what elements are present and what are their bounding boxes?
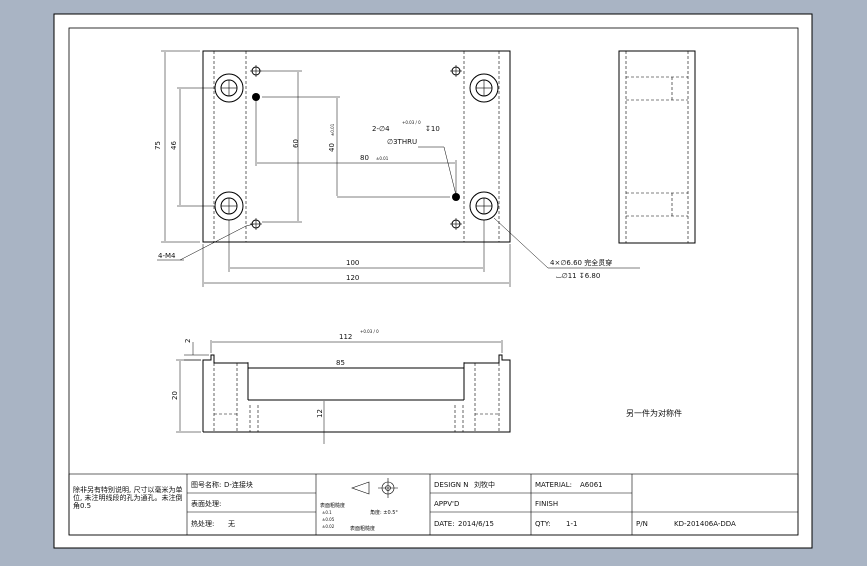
side-view — [618, 50, 696, 244]
heat-label: 热处理: — [191, 519, 214, 528]
dim-2: 2 — [184, 339, 192, 343]
cbore-note-line2: ⌴∅11 ↧6.80 — [556, 272, 600, 280]
cbore-note-line1: 4×∅6.60 完全贯穿 — [550, 258, 612, 267]
surface-label: 表面处理: — [191, 499, 221, 508]
cbore-leader — [493, 217, 640, 269]
part-name-value: D-连接块 — [224, 480, 253, 489]
dim-20: 20 — [171, 391, 179, 400]
dim-hole-spacing-v: 46 — [170, 141, 178, 150]
dim-120: 120 — [346, 274, 359, 282]
projection-symbol-icon — [351, 478, 398, 498]
roughness-label: 表面粗糙度 — [320, 502, 345, 509]
tol-3: ±0.02 — [322, 524, 335, 529]
date-value: 2014/6/15 — [458, 520, 494, 528]
material-value: A6061 — [580, 481, 603, 489]
heat-value: 无 — [228, 520, 235, 528]
date-label: DATE: — [434, 520, 455, 528]
top-view: 75 46 60 40 ±0.01 80 ±0.01 2-∅4 +0.03 / … — [154, 50, 640, 287]
cbore-hole-tr — [469, 73, 499, 103]
finish-label: FINISH — [535, 500, 558, 508]
qty-value: 1-1 — [566, 520, 577, 528]
tol-1: ±0.1 — [322, 510, 332, 515]
dim-80-tol: ±0.01 — [376, 156, 389, 161]
pin-note-depth: ↧10 — [425, 125, 440, 133]
side-view-outline — [618, 50, 696, 244]
title-block: 除非另有特别说明, 尺寸以毫米为单位, 未注明线段的孔为通孔。未注倒角0.5 图… — [68, 473, 799, 536]
dim-100: 100 — [346, 259, 359, 267]
pn-value: KD-201406A-DDA — [674, 520, 736, 528]
dim-12: 12 — [316, 409, 324, 418]
symmetric-part-note: 另一件为对称件 — [626, 408, 682, 418]
thread-note: 4-M4 — [158, 252, 176, 260]
appvd-label: APPV'D — [434, 500, 459, 508]
material-label: MATERIAL: — [535, 481, 572, 489]
dim-85: 85 — [336, 359, 345, 367]
front-view: 112 +0.03 / 0 85 2 20 12 — [171, 329, 511, 444]
design-label: DESIGN N — [434, 481, 468, 489]
dim-80: 80 — [360, 154, 369, 162]
roughness-label-2: 表面粗糙度 — [350, 525, 375, 532]
dowel-hole-right — [452, 193, 460, 201]
dim-112: 112 — [339, 333, 352, 341]
dim-overall-height: 75 — [154, 141, 162, 150]
pin-note-tol: +0.03 / 0 — [402, 120, 421, 125]
accuracy-label: 角度: ±0.5° — [370, 509, 398, 516]
part-name-label: 图号名称: — [191, 480, 221, 489]
dim-112-tol: +0.03 / 0 — [360, 329, 379, 334]
cbore-hole-tl — [214, 73, 244, 103]
dim-40-tol: ±0.01 — [330, 123, 335, 136]
pin-note-prefix: 2-∅4 — [372, 125, 390, 133]
pin-leader — [418, 146, 457, 196]
qty-label: QTY: — [535, 520, 551, 528]
dowel-hole-left — [252, 93, 260, 101]
thread-holes — [250, 65, 462, 230]
dim-inner-v: 60 — [292, 139, 300, 148]
sheet-border — [53, 13, 813, 549]
general-notes: 除非另有特别说明, 尺寸以毫米为单位, 未注明线段的孔为通孔。未注倒角0.5 — [73, 486, 182, 510]
pin-note-thru: ∅3THRU — [387, 138, 417, 146]
design-value: 刘牧中 — [474, 480, 495, 489]
dim-40: 40 — [328, 143, 336, 152]
tol-2: ±0.05 — [322, 517, 335, 522]
pn-label: P/N — [636, 520, 648, 528]
top-view-outline — [202, 50, 511, 243]
